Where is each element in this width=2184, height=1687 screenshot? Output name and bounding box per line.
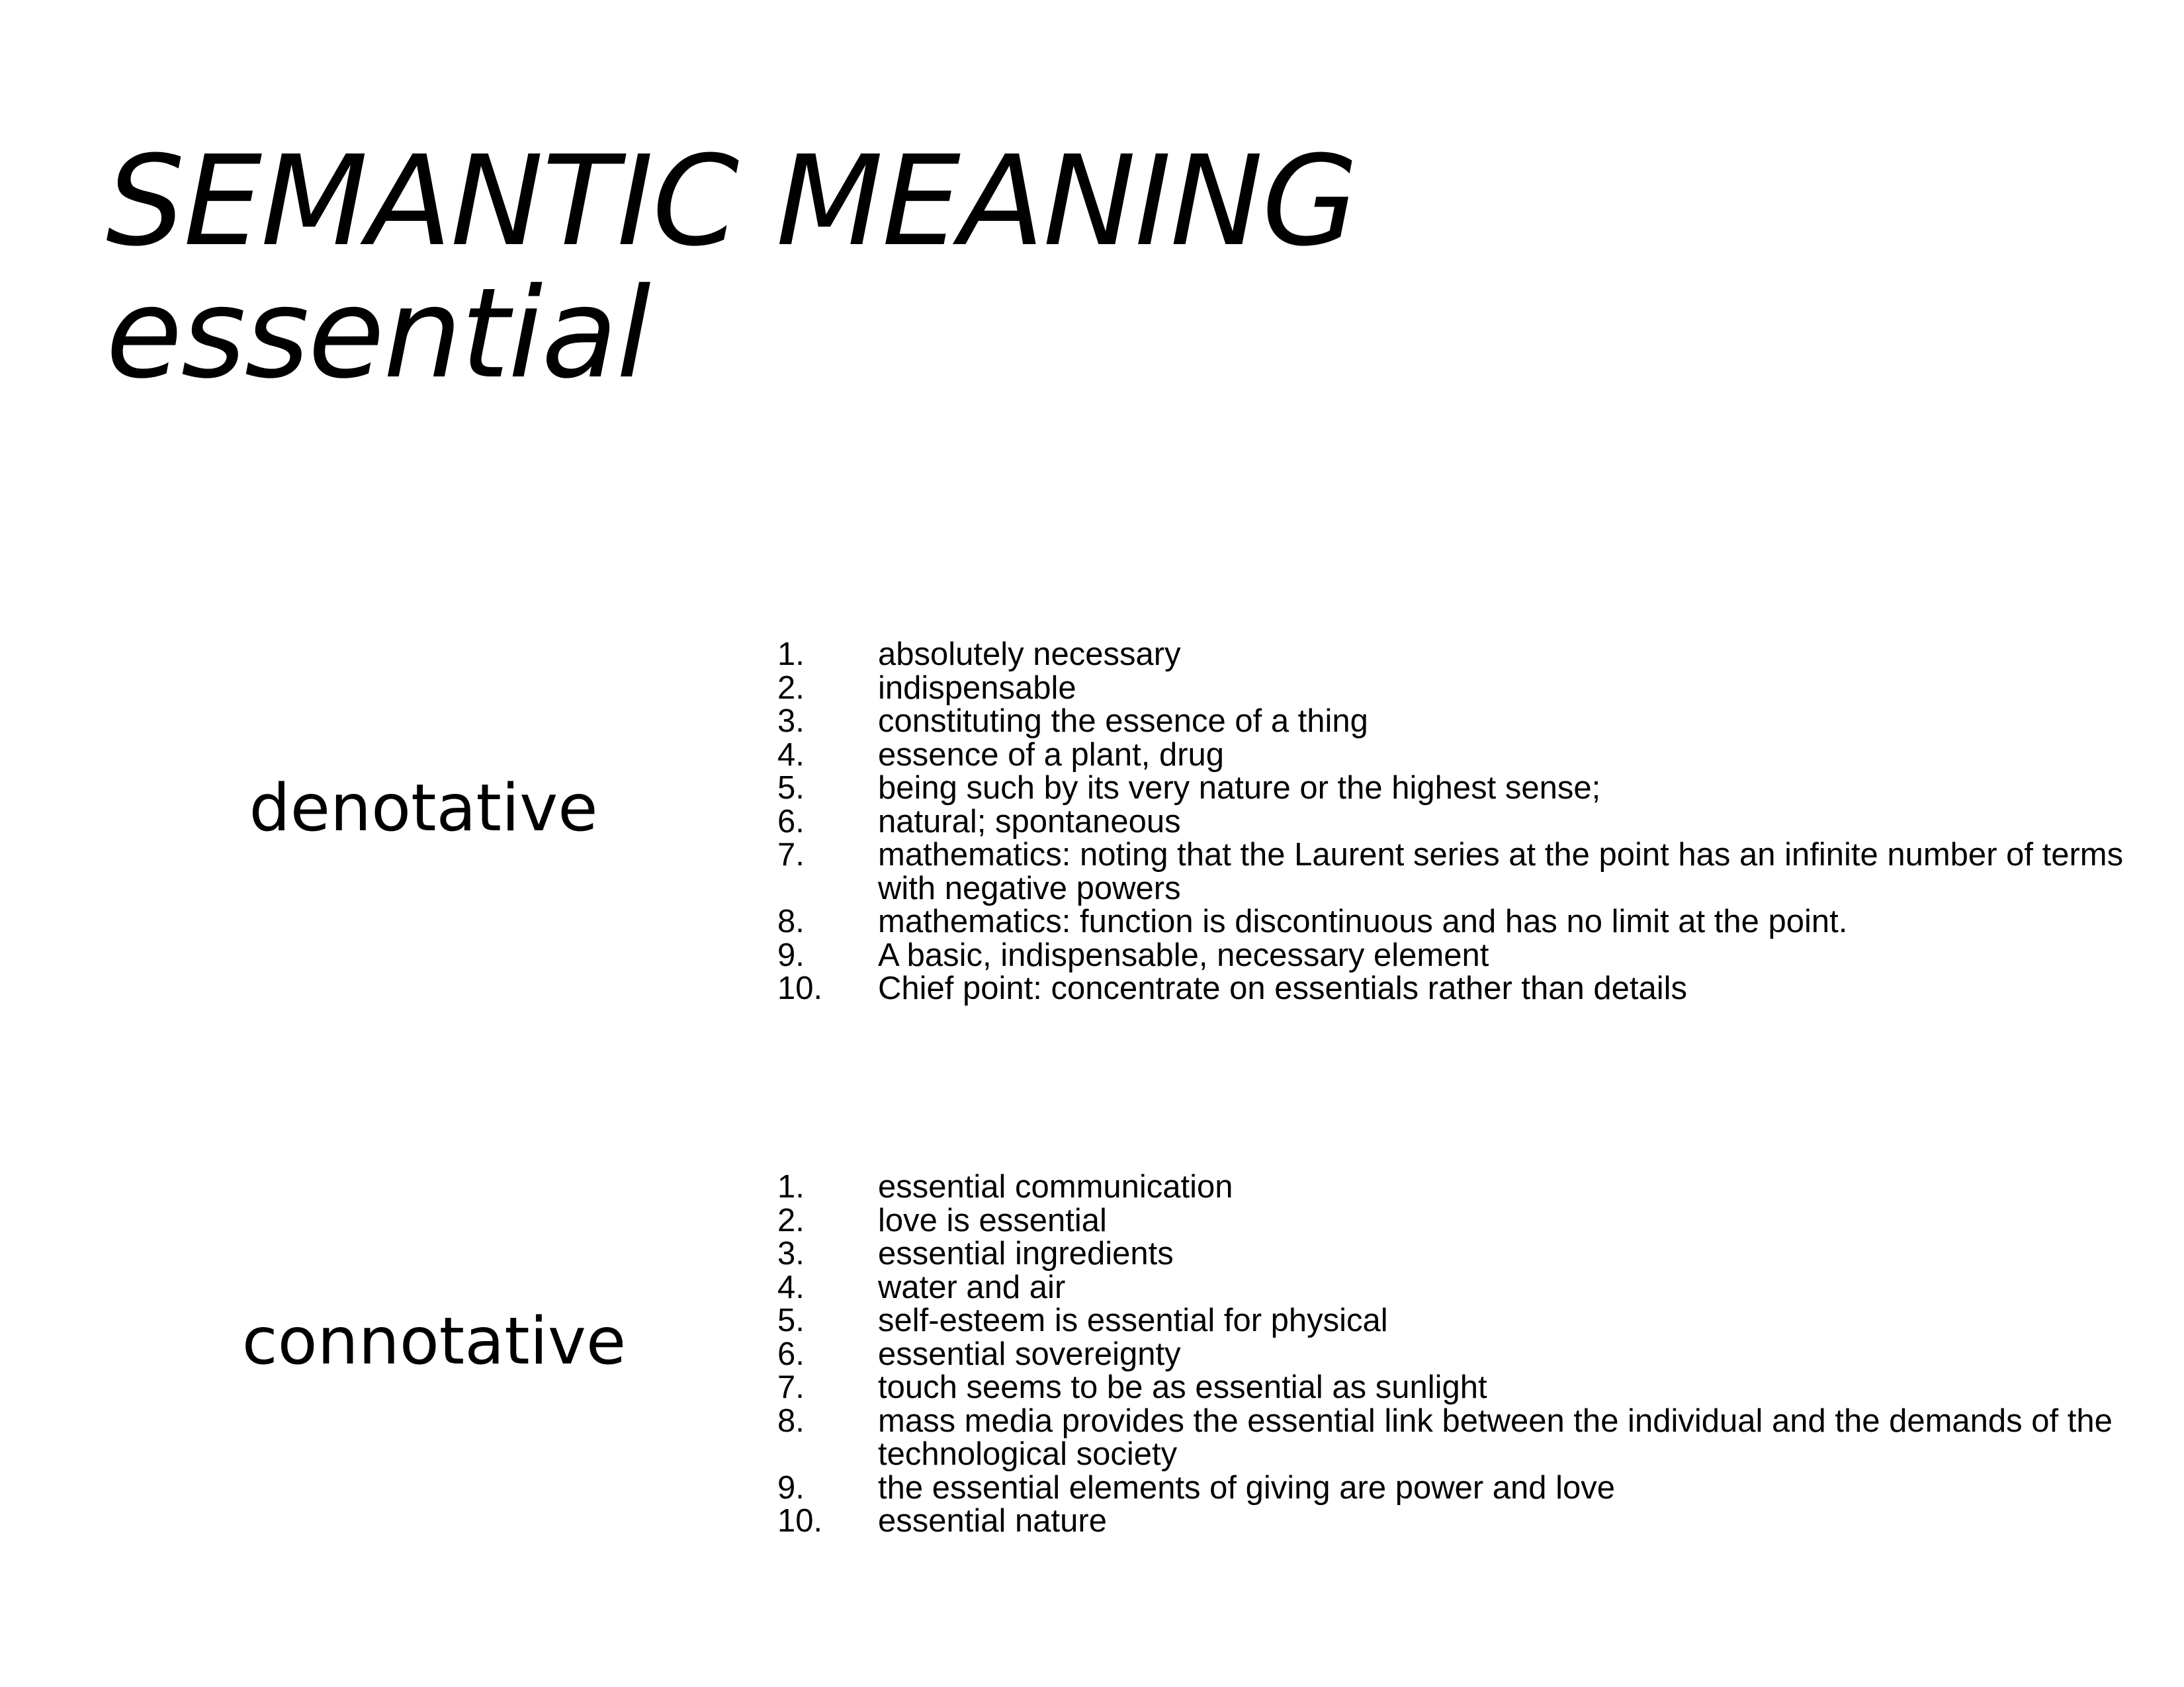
item-text: the essential elements of giving are pow…: [878, 1469, 1616, 1506]
item-text: essential nature: [878, 1503, 1107, 1539]
item-text: touch seems to be as essential as sunlig…: [878, 1369, 1487, 1405]
list-item: 8. mathematics: function is discontinuous…: [777, 905, 2154, 939]
list-item: 6. natural; spontaneous: [777, 803, 2154, 840]
item-number: 4.: [777, 1269, 805, 1305]
item-text: essential ingredients: [878, 1236, 1174, 1272]
item-text: self-esteem is essential for physical: [878, 1303, 1388, 1338]
item-number: 9.: [777, 1469, 805, 1506]
item-number: 7.: [777, 837, 805, 873]
item-text: mass media provides the essential link b…: [878, 1403, 2113, 1472]
item-text: A basic, indispensable, necessary elemen…: [878, 937, 1489, 973]
list-item: 1. essential communication: [777, 1170, 2154, 1204]
page-title: SEMANTIC MEANING essential: [106, 129, 1358, 406]
title-line-word: essential: [106, 261, 651, 406]
item-number: 5.: [777, 770, 805, 806]
section-label-connotative: connotative: [241, 1304, 627, 1379]
item-number: 8.: [777, 904, 805, 939]
item-text: mathematics: function is discontinuous a…: [878, 904, 1848, 939]
item-text: water and air: [878, 1269, 1066, 1305]
list-item: 2. love is essential: [777, 1202, 2154, 1238]
list-item: 4. essence of a plant, drug: [777, 738, 2154, 772]
item-number: 10.: [777, 1503, 823, 1539]
list-item: 5. being such by its very nature or the h…: [777, 771, 2154, 805]
list-item: 8. mass media provides the essential link…: [777, 1403, 2154, 1472]
item-number: 3.: [777, 1236, 805, 1272]
connotative-example-list: 1. essential communication 2. love is esse…: [777, 1170, 2154, 1538]
item-text: absolutely necessary: [878, 636, 1181, 672]
item-number: 7.: [777, 1369, 805, 1405]
item-text: being such by its very nature or the hig…: [878, 770, 1601, 806]
item-number: 9.: [777, 937, 805, 973]
denotative-definition-list: 1. absolutely necessary 2. indispensable 3…: [777, 638, 2154, 1006]
list-item: 10. Chief point: concentrate on essential…: [777, 972, 2154, 1006]
item-number: 4.: [777, 736, 805, 773]
list-item: 2. indispensable: [777, 671, 2154, 705]
item-number: 1.: [777, 636, 805, 672]
item-number: 1.: [777, 1169, 805, 1205]
list-item: 9. the essential elements of giving are p…: [777, 1471, 2154, 1505]
section-label-denotative: denotative: [249, 771, 598, 846]
item-number: 5.: [777, 1303, 805, 1338]
item-number: 8.: [777, 1403, 805, 1439]
list-item: 9. A basic, indispensable, necessary elem…: [777, 937, 2154, 973]
item-text: essential sovereignty: [878, 1336, 1181, 1372]
item-number: 2.: [777, 670, 805, 706]
list-item: 7. touch seems to be as essential as sunl…: [777, 1371, 2154, 1405]
item-number: 10.: [777, 971, 823, 1006]
item-text: constituting the essence of a thing: [878, 703, 1368, 739]
list-item: 3. essential ingredients: [777, 1237, 2154, 1271]
list-item: 1. absolutely necessary: [777, 638, 2154, 671]
item-text: essence of a plant, drug: [878, 736, 1225, 773]
list-item: 10. essential nature: [777, 1504, 2154, 1538]
item-text: Chief point: concentrate on essentials r…: [878, 971, 1688, 1006]
item-text: love is essential: [878, 1202, 1107, 1238]
item-number: 3.: [777, 703, 805, 739]
item-number: 6.: [777, 1336, 805, 1372]
item-number: 6.: [777, 803, 805, 840]
list-item: 3. constituting the essence of a thing: [777, 705, 2154, 738]
item-text: natural; spontaneous: [878, 803, 1181, 840]
list-item: 7. mathematics: noting that the Laurent s…: [777, 838, 2154, 905]
title-line-main: SEMANTIC MEANING: [106, 129, 1358, 274]
item-text: essential communication: [878, 1169, 1233, 1205]
item-text: mathematics: noting that the Laurent ser…: [878, 837, 2124, 906]
item-text: indispensable: [878, 670, 1076, 706]
item-number: 2.: [777, 1202, 805, 1238]
list-item: 5. self-esteem is essential for physical: [777, 1304, 2154, 1338]
list-item: 4. water and air: [777, 1269, 2154, 1305]
list-item: 6. essential sovereignty: [777, 1336, 2154, 1372]
